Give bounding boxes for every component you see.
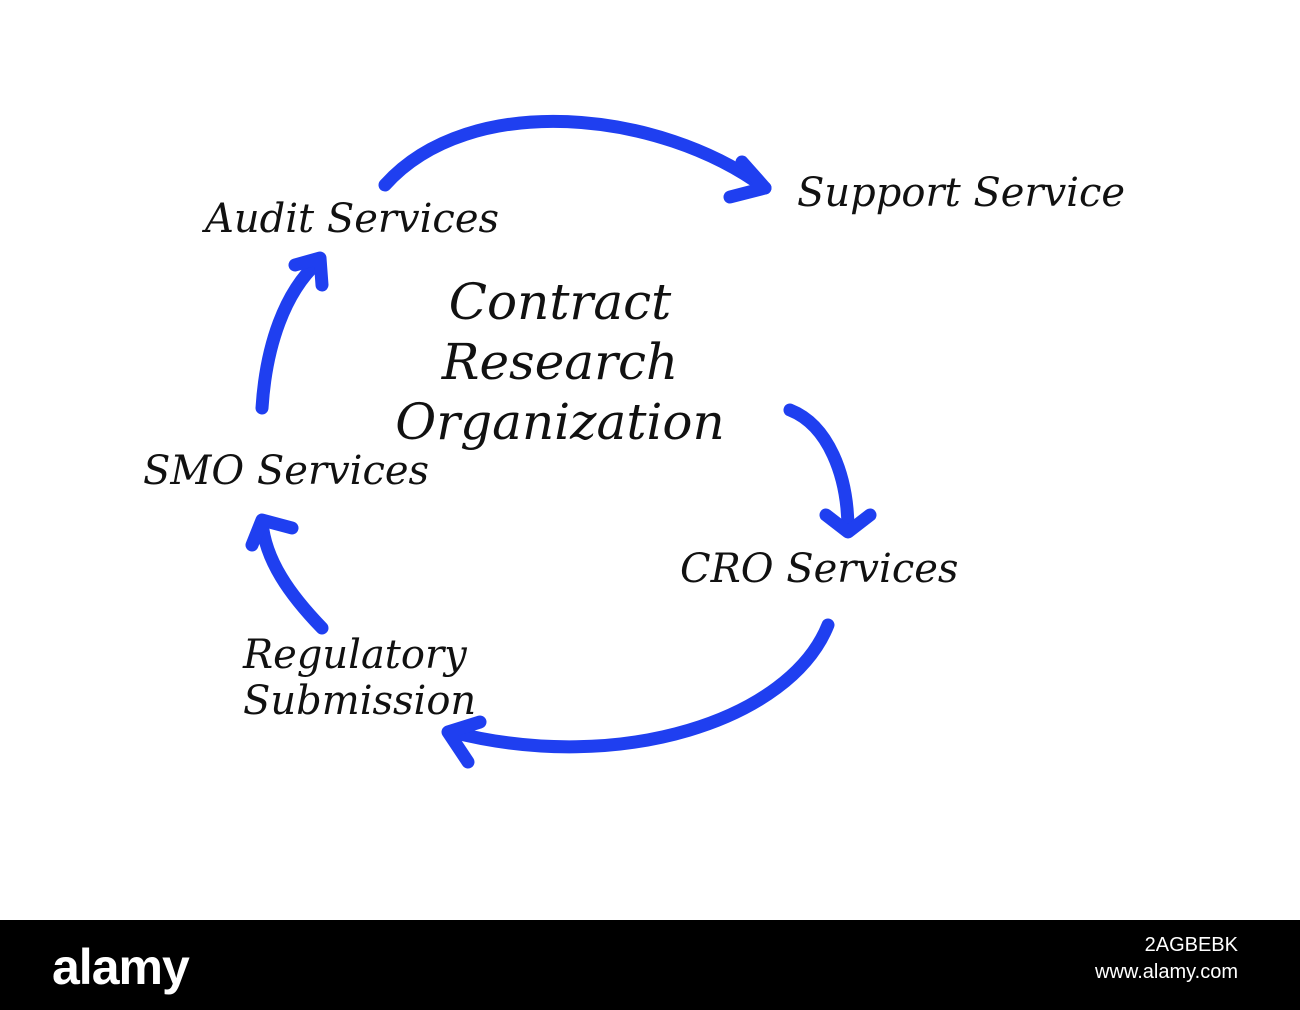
regulatory-line-2: Submission xyxy=(243,678,477,724)
arrow-audit-to-support xyxy=(378,114,772,195)
site-url: www.alamy.com xyxy=(1095,961,1238,983)
regulatory-line-1: Regulatory xyxy=(243,632,467,678)
node-regulatory-submission: Regulatory Submission xyxy=(243,632,476,724)
arrow-regulatory-to-smo xyxy=(255,515,329,635)
brand-logo: alamy xyxy=(52,939,190,995)
center-title-line-3: Organization xyxy=(395,393,725,451)
node-cro-services: CRO Services xyxy=(680,546,959,592)
arrowhead-cro xyxy=(819,508,877,539)
cycle-arrows xyxy=(245,114,877,769)
arrowhead-smo xyxy=(245,513,299,552)
node-smo-services: SMO Services xyxy=(143,448,430,494)
watermark-footer: alamy 2AGBEBK www.alamy.com xyxy=(0,920,1300,1010)
image-reference: 2AGBEBK www.alamy.com xyxy=(1095,932,1238,986)
arrow-cro-to-regulatory xyxy=(445,618,835,754)
arrowhead-audit xyxy=(288,251,329,292)
image-id: 2AGBEBK xyxy=(1144,934,1238,956)
arrow-smo-to-audit xyxy=(255,255,325,415)
node-support-service: Support Service xyxy=(797,170,1126,216)
arrowhead-support xyxy=(723,155,772,204)
arrowhead-regulatory xyxy=(441,715,487,769)
node-audit-services: Audit Services xyxy=(205,196,500,242)
center-title-line-1: Contract xyxy=(448,273,672,331)
arrow-center-to-cro xyxy=(783,403,855,537)
center-title: Contract Research Organization xyxy=(345,272,775,452)
center-title-line-2: Research xyxy=(441,333,679,391)
